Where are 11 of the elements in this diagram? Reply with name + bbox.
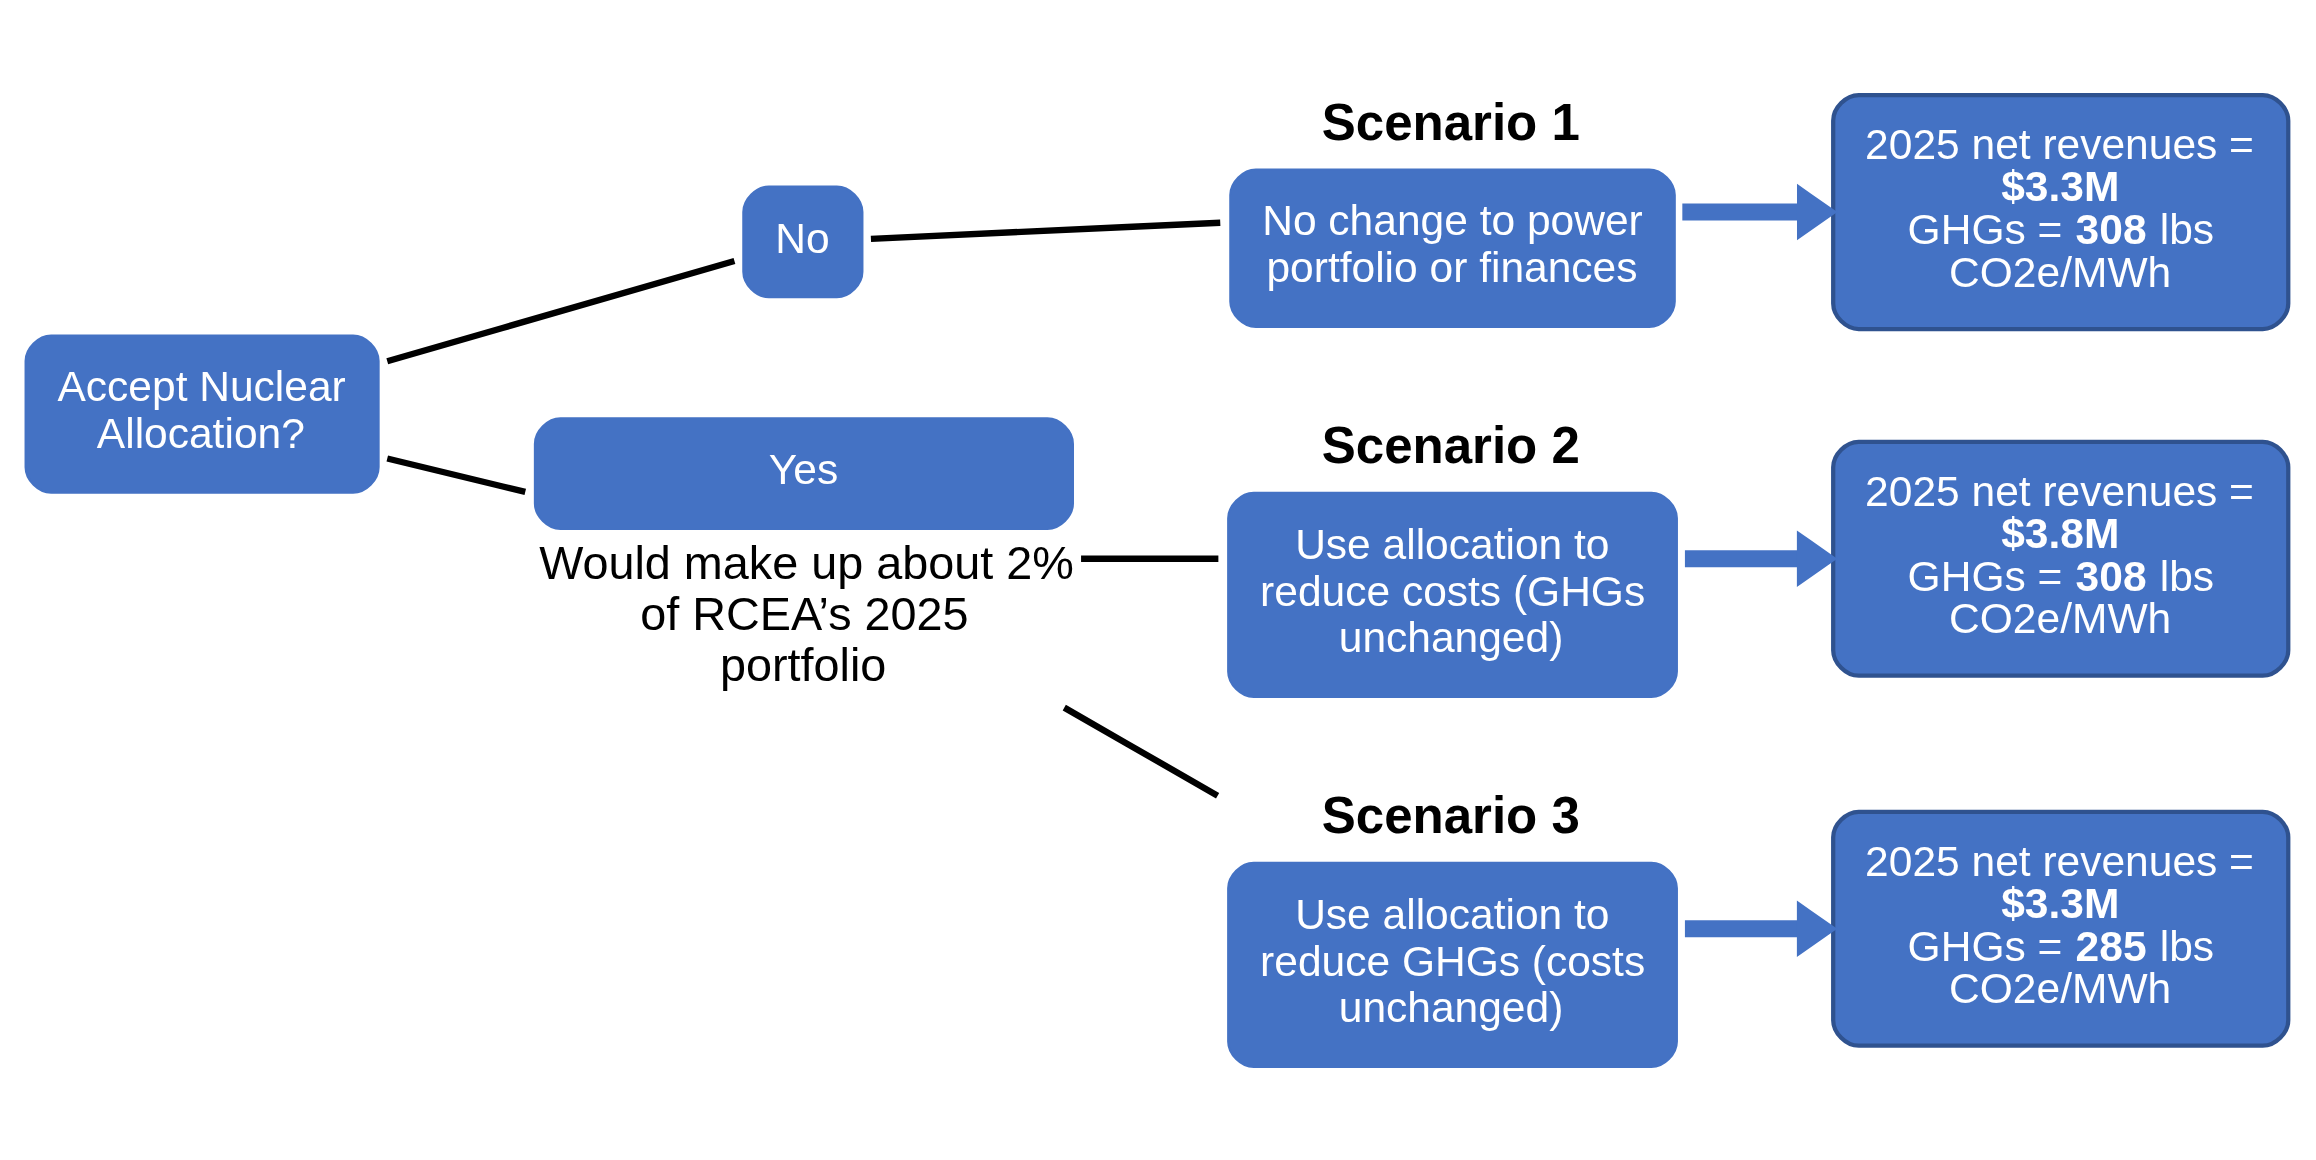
node-label: Scenario 1 — [1321, 94, 1580, 152]
arrow — [1684, 900, 1838, 957]
arrow — [1682, 183, 1838, 241]
connector — [870, 219, 1221, 242]
connector — [386, 257, 736, 365]
arrow — [1684, 530, 1838, 587]
node-label: Scenario 2 — [1321, 417, 1580, 475]
node-label: Scenario 3 — [1321, 787, 1580, 845]
node-label: Would make up about 2% of RCEA’s 2025 portfolio — [539, 537, 1074, 692]
connector — [1062, 704, 1220, 799]
connector — [386, 455, 527, 496]
